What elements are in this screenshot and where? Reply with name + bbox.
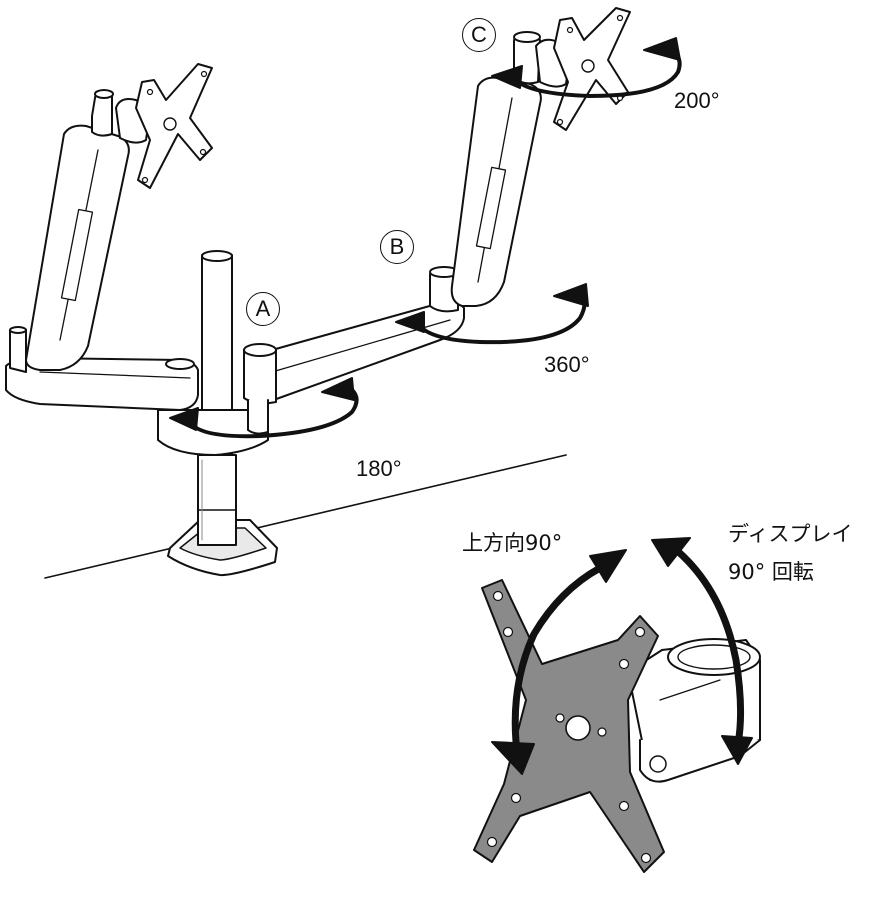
elbow-angle-label: 360° [544,352,590,377]
head-angle-label: 200° [674,88,720,113]
tilt-arrow-up [491,549,627,775]
left-upper-arm [25,89,130,371]
desk-clamp [167,454,278,577]
rotation-arrow-head [491,37,682,98]
joint-c-label: C [471,22,487,47]
right-upper-arm [429,31,542,313]
right-vesa-plate [535,7,631,131]
joint-b-marker: B [380,230,414,264]
rotation-arrow-base [169,377,359,439]
joint-a-marker: A [246,292,280,326]
tilt-arrow-rotate [651,537,753,765]
rotation-arrow-elbow [395,283,589,345]
left-vesa-plate [115,63,213,189]
joint-a-label: A [255,296,271,321]
joint-c-marker: C [462,18,496,52]
tilt-up-label: 上方向90° [462,531,563,555]
tilt-rotate-label-line1: ディスプレイ [728,522,853,546]
joint-b-label: B [389,234,405,259]
desk-edge-line [44,454,567,579]
right-lower-arm [243,300,465,435]
base-angle-label: 180° [356,456,402,481]
tilt-rotate-label-line2: 90° 回転 [728,560,814,584]
tilt-vesa-plate [473,579,665,873]
